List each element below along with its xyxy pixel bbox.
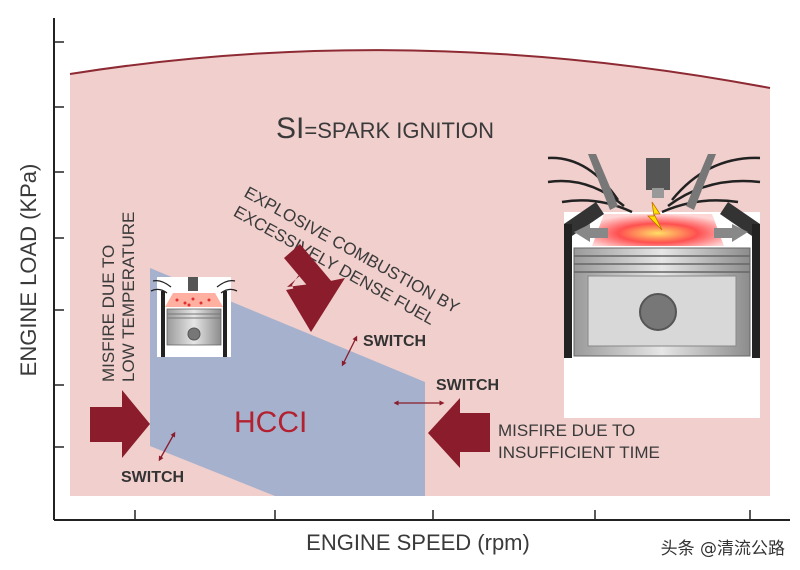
small-engine-illustration (150, 277, 238, 357)
switch-label-right: SWITCH (436, 377, 499, 394)
si-prefix: SI (276, 112, 304, 145)
x-axis-label: ENGINE SPEED (rpm) (306, 530, 530, 555)
explosive-arrow-shaft (284, 244, 332, 296)
misfire-time-line2: INSUFFICIENT TIME (498, 443, 660, 462)
right-misfire-arrow (428, 398, 490, 468)
explosive-arrow-head (286, 278, 345, 332)
switch-label-bottom: SWITCH (121, 469, 184, 486)
axis-ticks (54, 41, 751, 520)
large-engine-illustration (547, 154, 761, 418)
switch-label-top: SWITCH (363, 333, 426, 350)
switch-arrow-top (341, 335, 358, 367)
switch-arrow-bottom (158, 431, 176, 462)
hcci-label: HCCI (234, 406, 307, 439)
left-misfire-arrow (90, 390, 150, 458)
misfire-time-line1: MISFIRE DUE TO (498, 421, 635, 440)
axes (53, 18, 790, 521)
si-rest: =SPARK IGNITION (304, 118, 494, 143)
si-boundary-line (69, 49, 771, 89)
misfire-low-line1: MISFIRE DUE TO (99, 245, 118, 382)
misfire-low-temp-label: MISFIRE DUE TO LOW TEMPERATURE (99, 212, 138, 382)
misfire-low-line2: LOW TEMPERATURE (119, 212, 138, 382)
y-axis-label: ENGINE LOAD (KPa) (16, 164, 41, 377)
si-label: SI=SPARK IGNITION (276, 112, 494, 145)
watermark: 头条 @清流公路 (661, 539, 785, 559)
